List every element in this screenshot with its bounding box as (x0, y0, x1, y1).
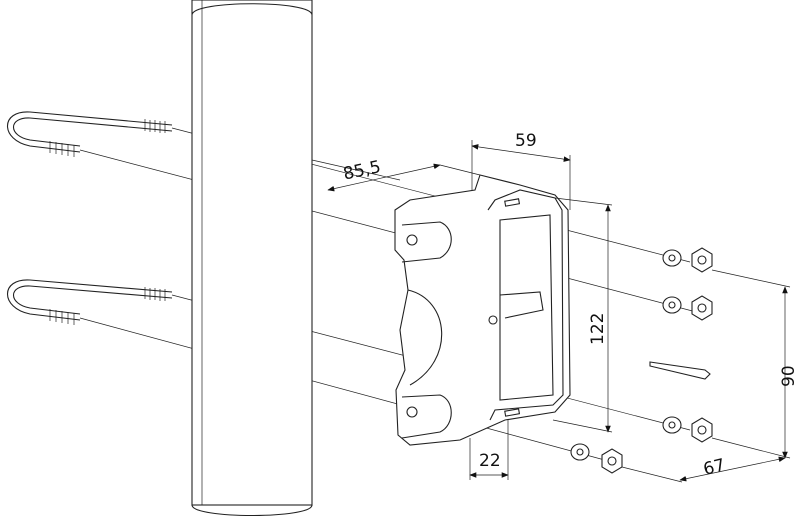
dim-width-top: 59 (515, 131, 537, 151)
dim-height-bracket: 122 (588, 313, 608, 345)
pole (191, 0, 313, 516)
dim-hole-spacing: 90 (779, 365, 799, 387)
u-bolt-upper (6, 111, 173, 157)
dim-bolt-depth: 67 (701, 455, 727, 480)
dimension-lines (327, 140, 791, 483)
dim-depth-offset: 85,5 (341, 157, 382, 184)
pin (649, 361, 711, 380)
dim-flange-width: 22 (479, 451, 501, 471)
u-bolt-lower (6, 279, 173, 325)
washers-and-nuts (570, 247, 713, 474)
bracket (394, 174, 571, 446)
center-lines (79, 127, 701, 463)
